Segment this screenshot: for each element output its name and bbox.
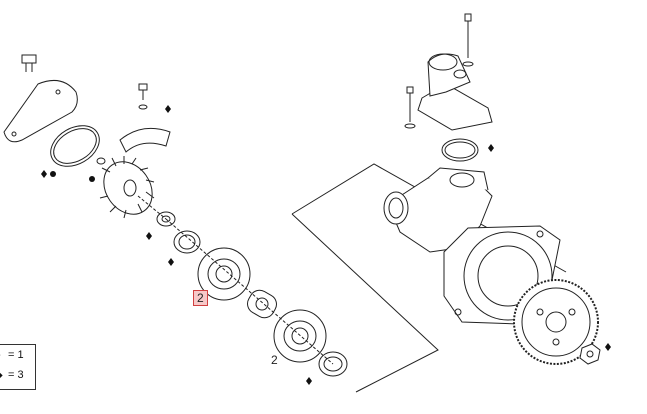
cover-bolt xyxy=(21,54,37,72)
spring-washer xyxy=(96,157,106,165)
legend-row-diamond: ◆ = 3 xyxy=(0,369,24,381)
part-callout-lower: 2 xyxy=(271,353,278,367)
cam-plate xyxy=(119,127,171,153)
small-washer xyxy=(156,211,176,227)
cover-o-ring xyxy=(50,125,100,167)
lower-seal xyxy=(318,351,348,377)
outlet-bolt-short xyxy=(404,86,416,129)
legend-row-dot: ● = 1 xyxy=(0,349,24,361)
legend-diamond-text: = 3 xyxy=(8,369,24,381)
cam-screw xyxy=(138,83,148,110)
outlet-o-ring xyxy=(441,138,479,162)
assembly-guide-lines xyxy=(137,195,334,365)
outlet-bolt-long xyxy=(462,13,474,67)
shaft-seal xyxy=(173,230,201,254)
quantity-markers xyxy=(41,105,611,385)
legend-dot-text: = 1 xyxy=(8,349,24,361)
bearing-spacer xyxy=(247,289,277,319)
gear-nut xyxy=(579,343,601,365)
ball-bearing-upper xyxy=(197,247,251,301)
part-callout-highlighted[interactable]: 2 xyxy=(193,290,208,306)
impeller xyxy=(99,156,155,219)
pump-cover-plate xyxy=(3,79,78,143)
drive-gear xyxy=(513,279,599,365)
diamond-icon: ◆ xyxy=(0,370,5,381)
outlet-elbow xyxy=(417,53,493,131)
dot-icon: ● xyxy=(0,350,5,361)
quantity-legend: ● = 1 ◆ = 3 xyxy=(0,344,36,390)
